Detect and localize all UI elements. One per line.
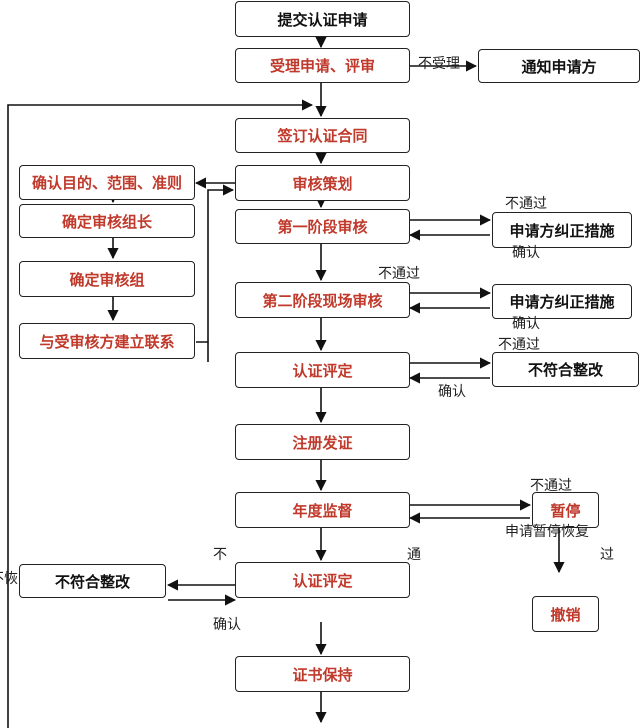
annual-surveillance-node: 年度监督 (235, 492, 410, 528)
contact-auditee-node: 与受审核方建立联系 (19, 323, 195, 359)
left-edge-label: 不恢 (0, 571, 18, 587)
through-char-label: 通 (407, 547, 421, 563)
confirm-label-1: 确认 (512, 245, 540, 261)
fail-label-4: 不通过 (530, 478, 572, 494)
suspend-node: 暂停 (532, 492, 599, 528)
confirm-label-4: 确认 (213, 617, 241, 633)
certification-evaluation-node: 认证评定 (235, 352, 410, 388)
stage1-audit-node: 第一阶段审核 (235, 209, 410, 244)
nonconformity-fix-2-node: 不符合整改 (19, 564, 166, 598)
accept-review-node: 受理申请、评审 (235, 48, 410, 83)
fail-label-1: 不通过 (505, 196, 547, 212)
stage1-corrective-node: 申请方纠正措施 (492, 212, 632, 248)
apply-resume-label: 申请暂停恢复 (505, 524, 589, 540)
register-issue-node: 注册发证 (235, 424, 410, 460)
certificate-maintain-node: 证书保持 (235, 656, 410, 692)
confirm-scope-node: 确认目的、范围、准则 (19, 165, 195, 200)
sign-contract-node: 签订认证合同 (235, 118, 410, 153)
team-leader-node: 确定审核组长 (19, 204, 195, 238)
fail-label-3: 不通过 (498, 337, 540, 353)
audit-team-node: 确定审核组 (19, 261, 195, 297)
not-accepted-label: 不受理 (418, 56, 460, 72)
confirm-label-2: 确认 (512, 316, 540, 332)
audit-plan-node: 审核策划 (235, 165, 410, 201)
fail-label-2: 不通过 (378, 266, 420, 282)
stage2-audit-node: 第二阶段现场审核 (235, 282, 410, 318)
submit-application-node: 提交认证申请 (235, 1, 410, 37)
confirm-label-3: 确认 (438, 384, 466, 400)
notify-applicant-node: 通知申请方 (478, 49, 640, 83)
stage2-corrective-node: 申请方纠正措施 (492, 284, 632, 319)
certification-evaluation-2-node: 认证评定 (235, 562, 410, 598)
not-char-label: 不 (213, 547, 227, 563)
pass-char-label: 过 (600, 547, 614, 563)
nonconformity-fix-node: 不符合整改 (492, 352, 639, 387)
revoke-node: 撤销 (532, 596, 599, 632)
